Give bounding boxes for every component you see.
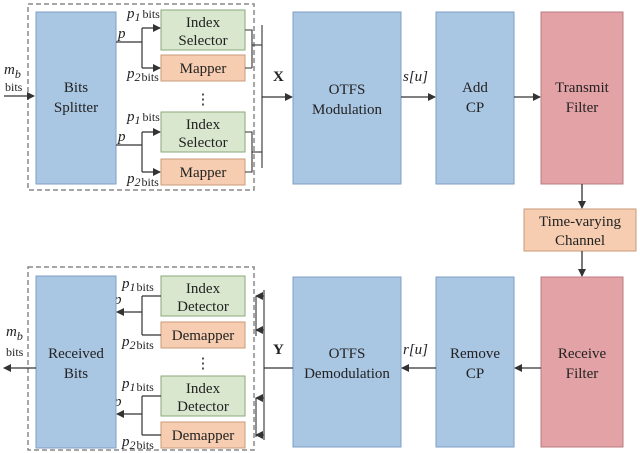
bits-splitter-label-1: Bits (64, 80, 88, 96)
input-m-label: mb (4, 62, 21, 81)
p2-bits-label-rx-bottom: p2bits (121, 434, 154, 452)
bits-splitter-block (35, 11, 117, 185)
output-bits-label: bits (6, 345, 24, 359)
svg-text:Detector: Detector (177, 399, 229, 415)
p-label-bottom: p (117, 129, 126, 145)
s-label: s[u] (403, 69, 428, 85)
svg-text:Demapper: Demapper (172, 428, 234, 444)
svg-text:Time-varying: Time-varying (539, 214, 621, 230)
svg-text:Channel: Channel (555, 233, 605, 249)
svg-text:OTFS: OTFS (329, 346, 366, 362)
svg-text:Add: Add (462, 80, 488, 96)
otfs-demodulation-block (292, 276, 402, 448)
svg-text:CP: CP (466, 100, 484, 116)
svg-text:Bits: Bits (64, 366, 88, 382)
transmit-filter-block (540, 11, 624, 185)
svg-text:Received: Received (48, 346, 104, 362)
received-bits-block (35, 275, 117, 449)
receiver-group-border (27, 266, 255, 451)
demapper-block-top (160, 321, 246, 349)
svg-text:Filter: Filter (566, 366, 599, 382)
svg-text:Index: Index (186, 281, 221, 297)
p-label-rx-bottom: p (113, 394, 122, 410)
index-detector-block-top (160, 275, 246, 317)
svg-text:OTFS: OTFS (329, 82, 366, 98)
y-label: Y (273, 342, 284, 358)
svg-text:Index: Index (186, 381, 221, 397)
demapper-block-bottom (160, 421, 246, 449)
svg-text:Demapper: Demapper (172, 328, 234, 344)
p-label-rx-top: p (113, 292, 122, 308)
svg-text:Modulation: Modulation (312, 102, 382, 118)
p2-bits-label-rx-top: p2bits (121, 334, 154, 352)
output-m-label: mb (6, 324, 23, 343)
svg-text:Receive: Receive (558, 346, 607, 362)
input-bits-label: bits (5, 80, 23, 94)
svg-text:Selector: Selector (178, 33, 227, 49)
svg-text:Demodulation: Demodulation (304, 366, 390, 382)
bits-splitter-label-2: Splitter (54, 100, 98, 116)
index-selector-block-top (160, 9, 246, 51)
x-label: X (273, 69, 284, 85)
p2-bits-label-top: p2bits (126, 66, 159, 84)
r-label: r[u] (403, 342, 428, 358)
p1-bits-label-rx-top: p1bits (121, 276, 154, 294)
p2-bits-label-bottom: p2bits (126, 171, 159, 189)
vertical-dots-rx: ⋮ (196, 356, 211, 372)
otfs-modulation-block (292, 11, 402, 185)
mapper-block-bottom (160, 158, 246, 186)
svg-text:Mapper: Mapper (180, 61, 227, 77)
p-label-top: p (117, 26, 126, 42)
svg-text:Index: Index (186, 15, 221, 31)
channel-block (523, 208, 637, 252)
remove-cp-block (435, 276, 515, 448)
svg-text:Remove: Remove (450, 346, 500, 362)
svg-text:Mapper: Mapper (180, 165, 227, 181)
svg-text:Transmit: Transmit (555, 80, 609, 96)
receive-filter-block (540, 276, 624, 448)
index-selector-block-bottom (160, 111, 246, 153)
vertical-dots-tx: ⋮ (196, 92, 211, 108)
svg-text:Selector: Selector (178, 135, 227, 151)
svg-text:Filter: Filter (566, 100, 599, 116)
add-cp-block (435, 11, 515, 185)
svg-text:Detector: Detector (177, 299, 229, 315)
svg-text:Index: Index (186, 117, 221, 133)
svg-text:CP: CP (466, 366, 484, 382)
p1-bits-label-rx-bottom: p1bits (121, 376, 154, 394)
